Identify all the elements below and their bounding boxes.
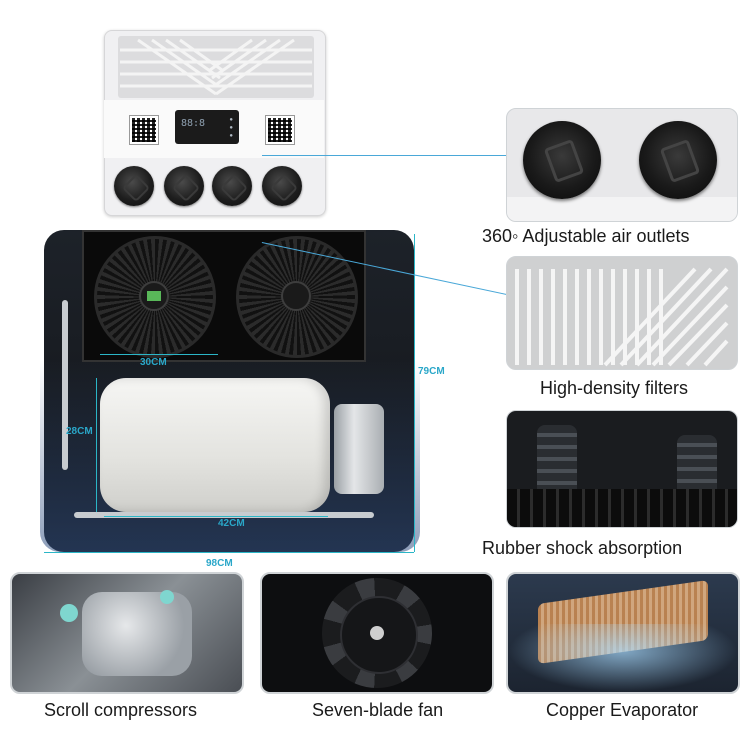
compressor-unit (334, 404, 384, 494)
caption-fan: Seven-blade fan (312, 700, 444, 720)
evaporator-photo (506, 572, 740, 694)
dim-line-fan (100, 354, 218, 355)
fan-hub-icon (139, 281, 169, 311)
air-outlet-3[interactable] (212, 166, 252, 206)
control-display[interactable]: 88:8 ●●● (175, 110, 239, 144)
compressor-photo (10, 572, 244, 694)
caption-filters: High-density filters (540, 378, 689, 398)
display-digits: 88:8 (181, 118, 206, 129)
rubber-photo (506, 410, 738, 528)
evaporator-tank (100, 378, 330, 512)
air-outlet-2[interactable] (164, 166, 204, 206)
display-keys-icon: ●●● (229, 117, 233, 139)
air-outlet-4[interactable] (262, 166, 302, 206)
dim-tank-width: 42CM (218, 518, 245, 529)
qr-code-right (265, 115, 295, 145)
dim-height: 79CM (418, 366, 445, 377)
condenser-fan-left (94, 236, 216, 358)
condenser-fan-right (236, 236, 358, 358)
caption-rubber: Rubber shock absorption (482, 538, 683, 558)
panel-grille (118, 36, 314, 98)
caption-evaporator: Copper Evaporator (546, 700, 699, 720)
dim-line-height (414, 234, 415, 552)
air-outlet-1[interactable] (114, 166, 154, 206)
outlets-photo (506, 108, 738, 222)
refrigerant-pipe-left (62, 300, 68, 470)
fan-hub-icon (281, 281, 311, 311)
dim-tank-height: 28CM (66, 426, 93, 437)
dim-line-tank-height (96, 378, 97, 512)
dim-line-tank-width (104, 516, 328, 517)
caption-compressor: Scroll compressors (44, 700, 198, 720)
dim-fan-width: 30CM (140, 357, 167, 368)
outlet-right-icon (639, 121, 717, 199)
refrigerant-pipe (74, 512, 374, 518)
caption-outlets: 360◦ Adjustable air outlets (482, 226, 690, 246)
fan-photo (260, 572, 494, 694)
dim-line-total-width (44, 552, 414, 553)
dim-total-width: 98CM (206, 558, 233, 569)
outlet-left-icon (523, 121, 601, 199)
qr-code-left (129, 115, 159, 145)
connector-outlets (262, 155, 512, 156)
filters-photo (506, 256, 738, 370)
